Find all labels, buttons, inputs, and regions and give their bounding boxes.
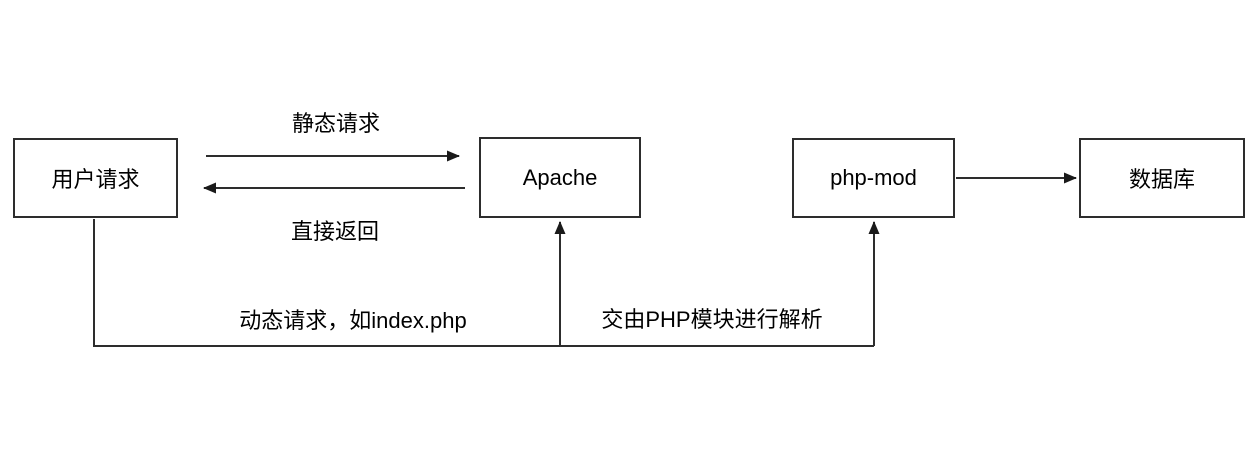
node-database: 数据库 <box>1079 138 1245 218</box>
node-apache-label: Apache <box>522 164 598 190</box>
edge-label-direct-return: 直接返回 <box>288 214 382 246</box>
edge-label-php-parse: 交由PHP模块进行解析 <box>599 302 825 334</box>
edge-label-static-request: 静态请求 <box>289 106 383 138</box>
node-user-request-label: 用户请求 <box>51 167 140 192</box>
node-apache: Apache <box>479 137 641 218</box>
node-user-request: 用户请求 <box>13 138 178 218</box>
node-php-mod-label: php-mod <box>830 165 917 190</box>
node-database-label: 数据库 <box>1128 167 1195 192</box>
node-php-mod: php-mod <box>792 138 955 218</box>
edge-label-dynamic-request: 动态请求，如index.php <box>237 303 469 335</box>
